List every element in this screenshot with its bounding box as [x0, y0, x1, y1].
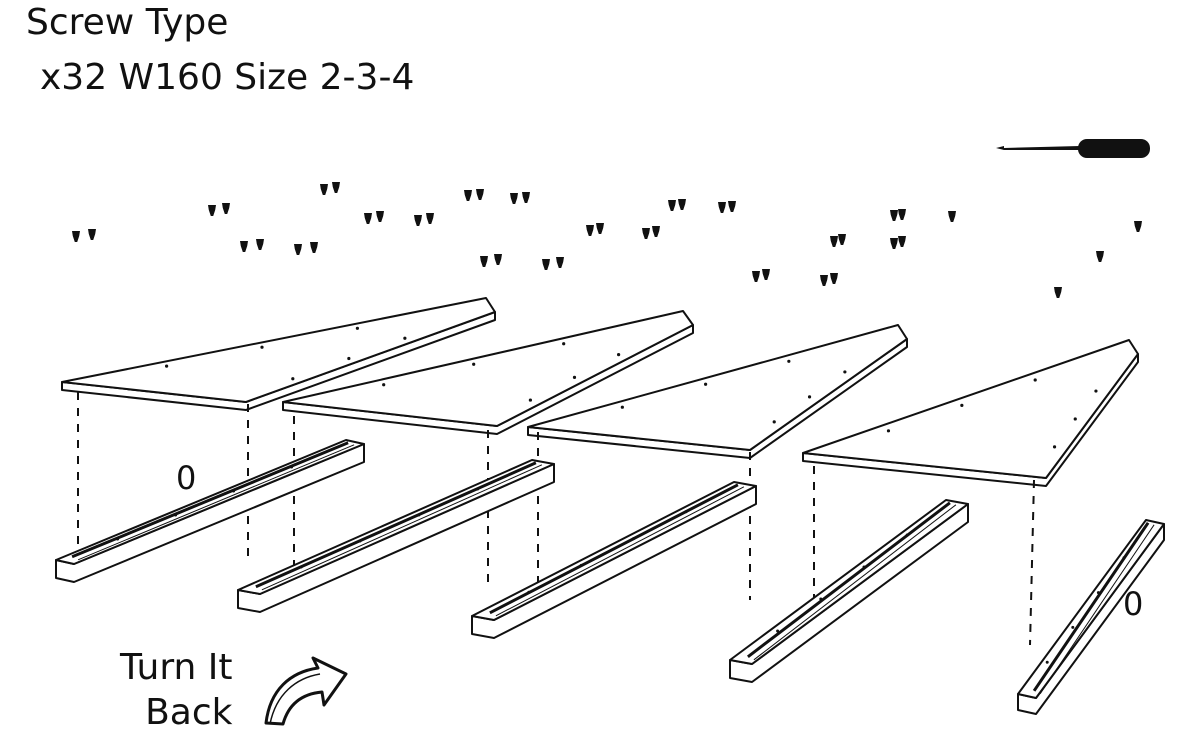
curved-arrow-icon	[264, 656, 348, 726]
screw-spec: x32 W160 Size 2-3-4	[40, 57, 415, 98]
screw-icon	[652, 226, 660, 237]
panel-group	[61, 297, 1139, 487]
screw-icon	[668, 200, 676, 211]
screw-icon	[556, 257, 564, 268]
screw-icon	[1096, 251, 1104, 262]
screw-icon	[310, 242, 318, 253]
guide-lines	[77, 392, 1035, 646]
zero-marker-right: 0	[1123, 585, 1144, 623]
screw-icon	[820, 275, 828, 286]
screw-icon	[240, 241, 248, 252]
turn-instruction-line2: Back	[145, 692, 233, 733]
screw-icon	[718, 202, 726, 213]
screw-icon	[364, 213, 372, 224]
shelf-panel	[802, 339, 1139, 487]
rail-beam	[1017, 519, 1165, 715]
screw-icon	[494, 254, 502, 265]
screw-icon	[208, 205, 216, 216]
rail-beam	[237, 459, 555, 613]
screw-icon	[476, 189, 484, 200]
screwdriver-icon	[996, 139, 1150, 158]
screw-icon	[376, 211, 384, 222]
screw-icon	[890, 210, 898, 221]
rail-group	[55, 439, 1165, 715]
screw-icon	[678, 199, 686, 210]
screw-icon	[464, 190, 472, 201]
screw-icon	[332, 182, 340, 193]
guide-line	[1029, 479, 1035, 646]
screw-icon	[890, 238, 898, 249]
screw-icon	[72, 231, 80, 242]
shelf-panel	[61, 297, 496, 411]
rail-beam	[471, 481, 757, 639]
screw-icon	[752, 271, 760, 282]
screw-icon	[728, 201, 736, 212]
screw-icon	[830, 273, 838, 284]
screw-icon	[898, 236, 906, 247]
screw-icon	[1054, 287, 1062, 298]
screw-icon	[256, 239, 264, 250]
screw-icon	[830, 236, 838, 247]
rail-beam	[55, 439, 365, 583]
turn-instruction: Turn It Back	[120, 645, 233, 735]
screw-icon	[542, 259, 550, 270]
shelf-panel	[527, 324, 908, 459]
screw-icon	[320, 184, 328, 195]
screw-group	[72, 182, 1142, 298]
screw-icon	[426, 213, 434, 224]
zero-marker-left: 0	[176, 459, 197, 497]
screw-icon	[838, 234, 846, 245]
screw-icon	[414, 215, 422, 226]
rail-beam	[729, 499, 969, 683]
screw-icon	[510, 193, 518, 204]
screw-icon	[1134, 221, 1142, 232]
screw-icon	[762, 269, 770, 280]
screw-icon	[596, 223, 604, 234]
diagram-title: Screw Type	[26, 2, 229, 43]
screw-icon	[948, 211, 956, 222]
screw-icon	[294, 244, 302, 255]
screw-icon	[222, 203, 230, 214]
screw-icon	[522, 192, 530, 203]
screw-icon	[586, 225, 594, 236]
screw-icon	[88, 229, 96, 240]
turn-instruction-line1: Turn It	[120, 647, 233, 688]
screw-icon	[642, 228, 650, 239]
shelf-panel	[282, 310, 694, 435]
screw-icon	[480, 256, 488, 267]
screw-icon	[898, 209, 906, 220]
